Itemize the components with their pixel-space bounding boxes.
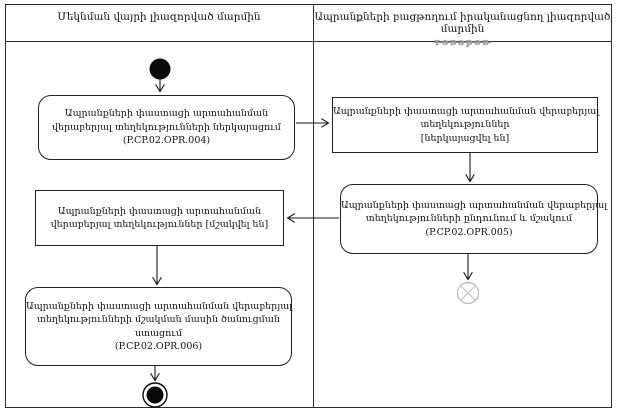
action-opr005: Ապրանքների փաստացի արտահանման վերաբերյալ… xyxy=(340,184,608,254)
action-opr004: Ապրանքների փաստացի արտահանման վերաբերյալ… xyxy=(38,95,295,160)
diagram-frame xyxy=(5,4,612,408)
object-info-submitted-line1: Ապրանքների փաստացի արտահանման վերաբերյալ xyxy=(333,105,600,117)
action-opr004-code: (P.CP.02.OPR.004) xyxy=(122,135,211,147)
object-info-processed: Ապրանքների փաստացի արտահանման վերաբերյալ… xyxy=(35,190,284,246)
object-info-processed-state: վերաբերյալ տեղեկություններ [մշակվել են] xyxy=(50,219,269,230)
action-opr006: Ապրանքների փաստացի արտահանման վերաբերյալ… xyxy=(25,287,292,366)
action-opr004-line2: վերաբերյալ տեղեկությունների ներկայացում xyxy=(52,121,281,133)
object-info-submitted-state: [ներկայացվել են] xyxy=(420,132,510,144)
lane-divider xyxy=(313,4,314,408)
start-node-icon xyxy=(149,58,171,80)
lane-right-watermark: товаров xyxy=(434,38,491,48)
lane-left-title: Մեկնման վայրի լիազորված մարմին xyxy=(57,11,261,23)
lane-header-right: Ապրանքների բացթողում իրականացնող լիազորվ… xyxy=(313,4,612,48)
action-opr006-line3: ստացում xyxy=(135,327,182,339)
object-info-submitted-line2: տեղեկություններ xyxy=(420,119,510,131)
action-opr006-code: (P.CP.02.OPR.006) xyxy=(114,341,203,352)
action-opr005-line2: տեղեկությունների ընդունում և մշակում xyxy=(365,213,573,225)
action-opr006-line2: տեղեկությունների մշակման մասին ծանուցման xyxy=(37,314,280,325)
action-opr005-line1: Ապրանքների փաստացի արտահանման վերաբերյալ xyxy=(341,199,608,211)
lane-header-row: Մեկնման վայրի լիազորված մարմին Ապրանքներ… xyxy=(5,4,612,48)
lane-header-left: Մեկնման վայրի լիազորված մարմին xyxy=(5,4,313,41)
object-info-submitted: Ապրանքների փաստացի արտահանման վերաբերյալ… xyxy=(332,97,600,153)
flow-final-node-icon xyxy=(456,281,480,305)
lane-right-title: Ապրանքների բացթողում իրականացնող լիազորվ… xyxy=(314,11,611,35)
object-info-processed-line1: Ապրանքների փաստացի արտահանման xyxy=(57,205,262,217)
action-opr004-line1: Ապրանքների փաստացի արտահանման xyxy=(64,108,269,120)
action-opr005-code: (P.CP.02.OPR.005) xyxy=(425,226,513,238)
activity-final-node-icon xyxy=(142,382,168,408)
action-opr006-line1: Ապրանքների փաստացի արտահանման վերաբերյալ xyxy=(26,300,293,312)
